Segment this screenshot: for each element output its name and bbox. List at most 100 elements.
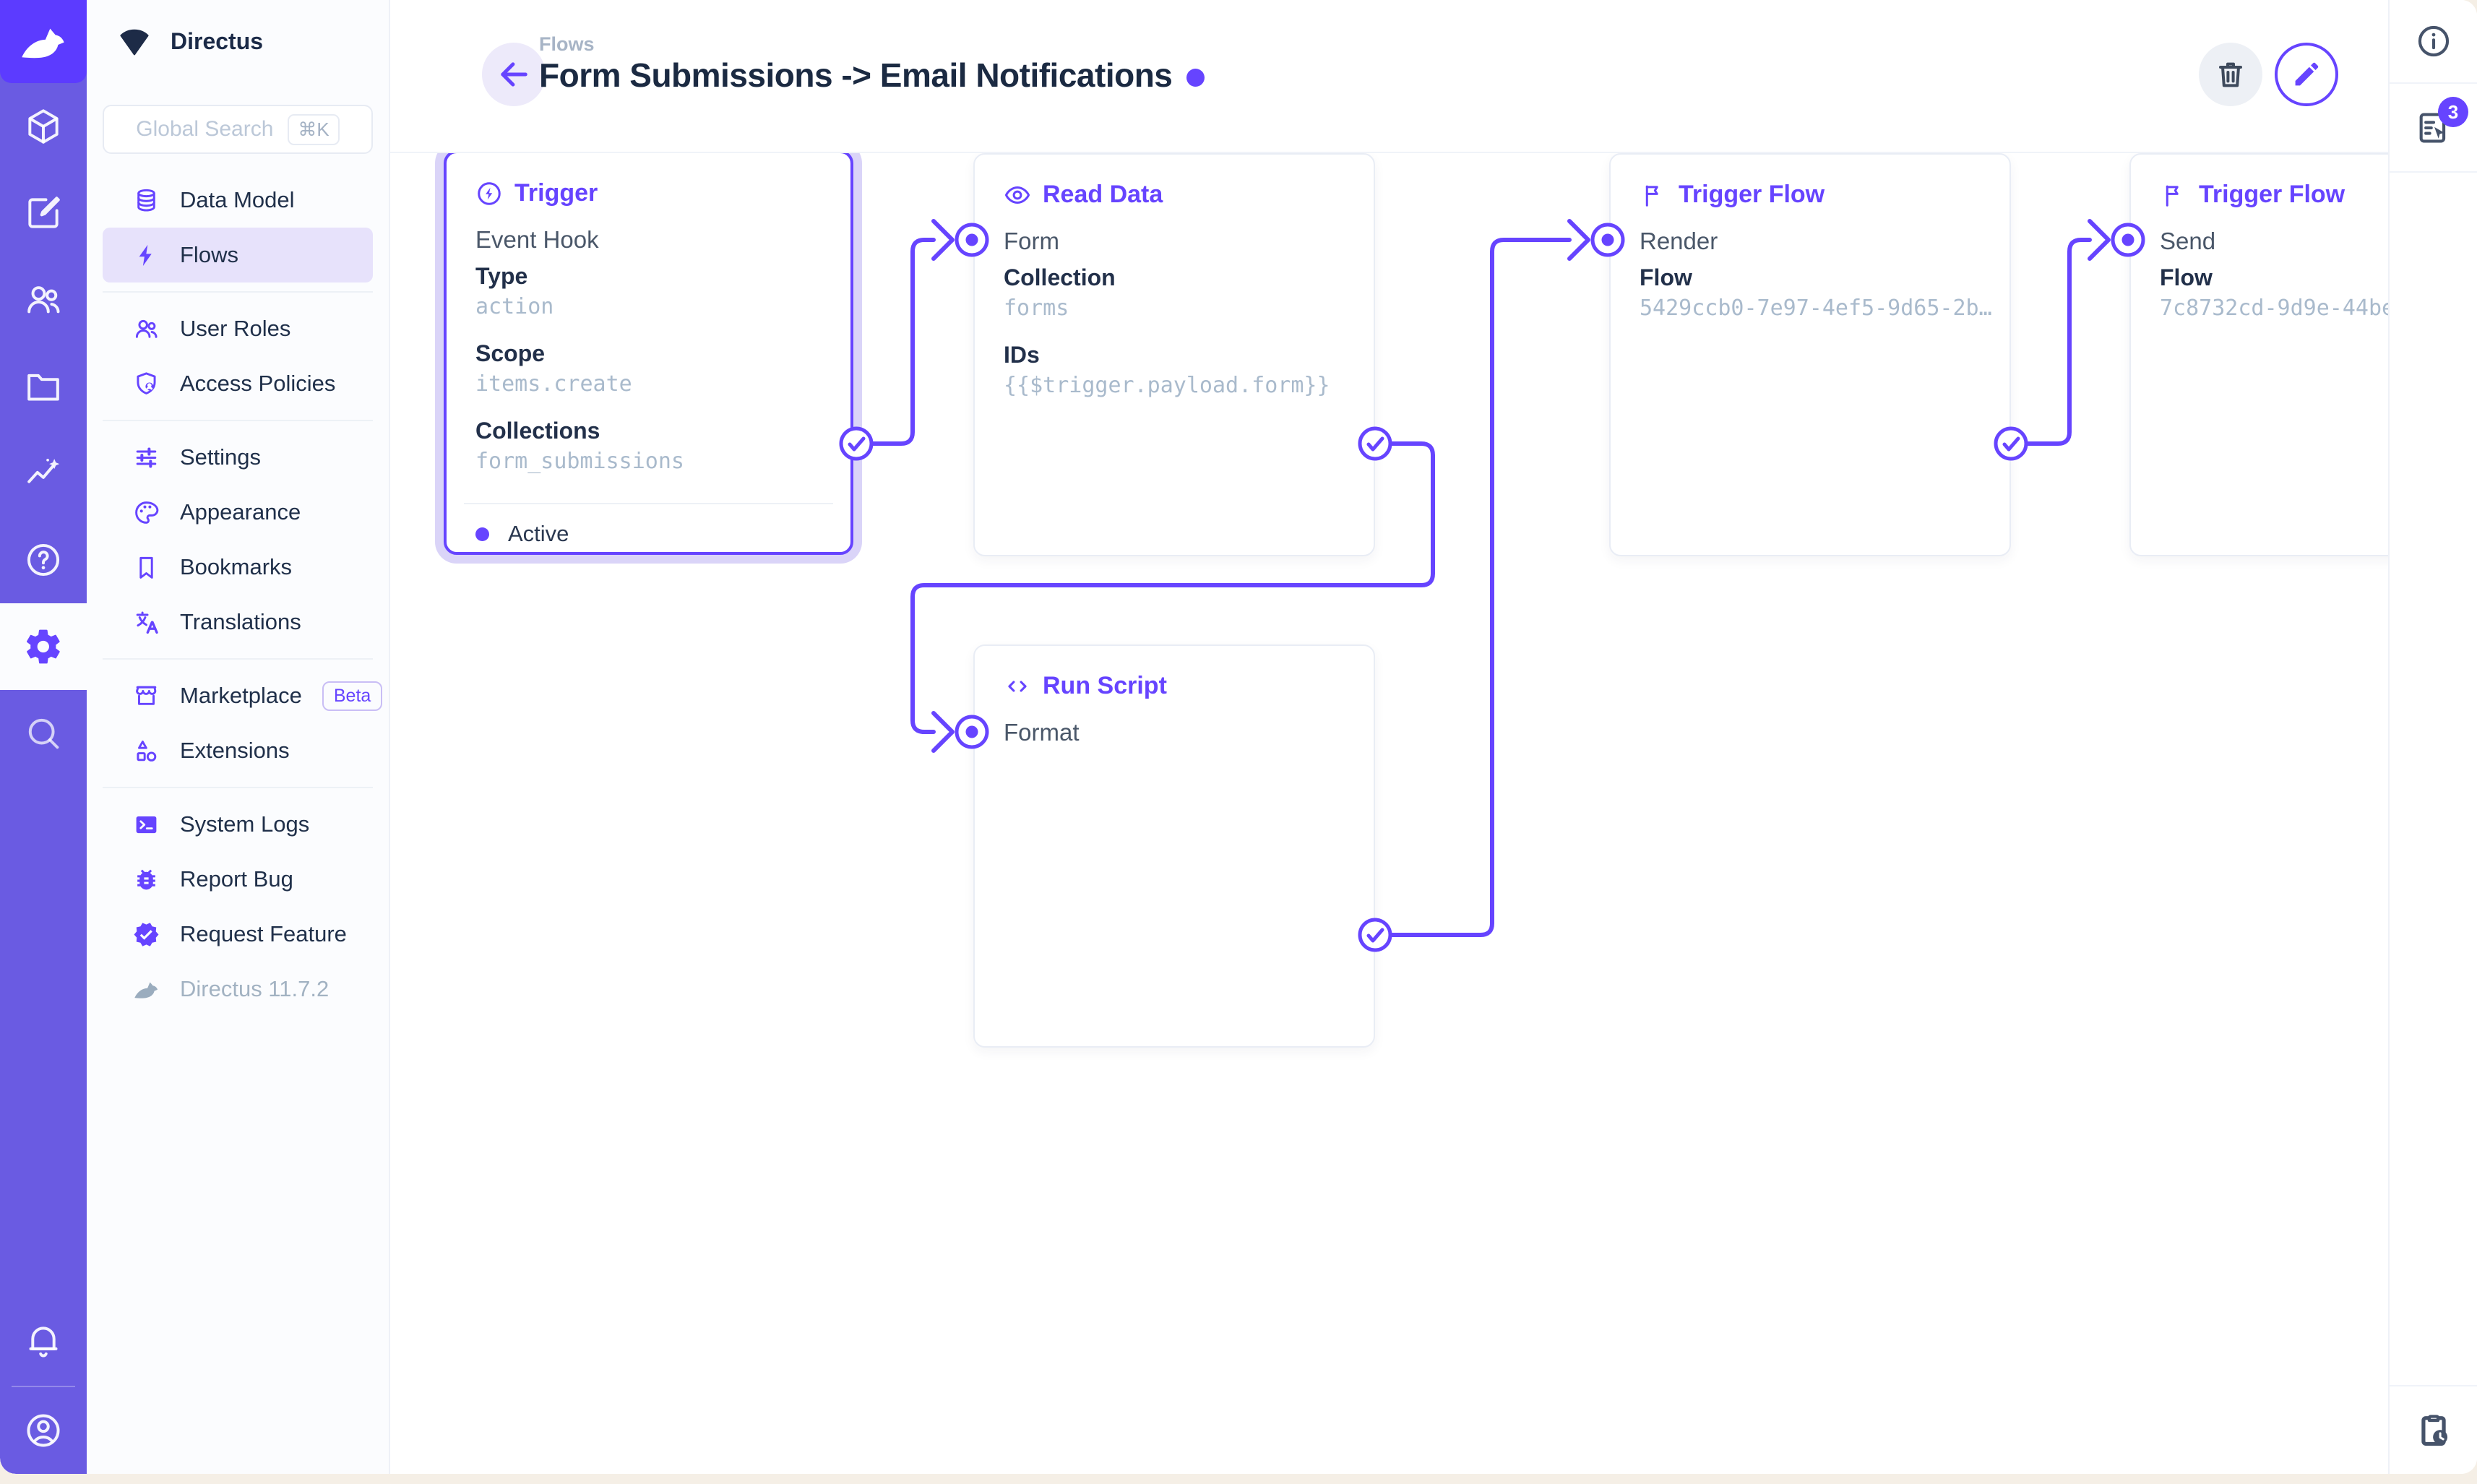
edit-flow-button[interactable] xyxy=(2275,43,2338,106)
sidebar-item-translations[interactable]: Translations xyxy=(103,595,373,650)
wire-trigger-flow-render-to-send xyxy=(2009,238,2092,446)
bolt-icon xyxy=(139,244,152,266)
flag-icon xyxy=(1645,185,1658,207)
module-bar-divider xyxy=(12,1386,75,1387)
flow-node-run-script[interactable]: Run Script Format xyxy=(973,644,1375,1048)
translate-icon xyxy=(136,611,158,634)
shield-user-icon xyxy=(137,371,156,394)
sidebar-item-user-roles[interactable]: User Roles xyxy=(103,301,373,356)
status-badge: Active xyxy=(508,521,569,546)
delete-flow-button[interactable] xyxy=(2199,43,2262,106)
search-module[interactable] xyxy=(0,690,87,777)
clipboard-clock-icon xyxy=(2421,1414,2447,1446)
flow-canvas[interactable]: Flows Form Submissions -> Email Notifica… xyxy=(390,0,2477,1474)
back-button[interactable] xyxy=(482,43,546,106)
help-module[interactable] xyxy=(0,517,87,603)
nav-divider xyxy=(103,291,373,293)
node-name: Form xyxy=(1004,228,1059,254)
bug-icon xyxy=(137,869,155,889)
sidebar-item-extensions[interactable]: Extensions xyxy=(103,723,373,778)
sidebar-item-report-bug[interactable]: Report Bug xyxy=(103,852,373,907)
avatar-icon xyxy=(27,1414,60,1447)
notifications-module[interactable] xyxy=(0,1299,87,1386)
wire-arrowhead xyxy=(1567,219,1590,261)
breadcrumb[interactable]: Flows xyxy=(539,33,595,55)
flow-node-trigger[interactable]: Trigger Event Hook Type action Scope ite… xyxy=(444,150,853,555)
insights-icon xyxy=(27,458,60,483)
arrow-left-icon xyxy=(501,62,527,87)
module-bar xyxy=(0,0,87,1474)
page-title: Form Submissions -> Email Notifications xyxy=(539,56,1173,94)
flow-node-read-data[interactable]: Read Data Form Collection forms IDs {{$t… xyxy=(973,153,1375,556)
wire-run-script-to-trigger-flow-render xyxy=(1373,238,1572,937)
people-icon xyxy=(27,286,60,314)
wire-arrowhead xyxy=(931,219,955,261)
info-icon xyxy=(2418,25,2449,57)
node-name: Event Hook xyxy=(475,226,599,253)
sidebar-item-flows[interactable]: Flows xyxy=(103,228,373,282)
users-module[interactable] xyxy=(0,256,87,343)
trash-icon xyxy=(2219,62,2242,87)
node-name: Render xyxy=(1640,228,1718,254)
bookmark-icon xyxy=(139,556,153,579)
insights-module[interactable] xyxy=(0,430,87,517)
activity-sidebar-button[interactable] xyxy=(2390,1385,2477,1474)
search-placeholder: Global Search xyxy=(136,117,274,141)
gear-icon xyxy=(27,629,60,664)
sidebar-item-settings[interactable]: Settings xyxy=(103,430,373,485)
bolt-circle-icon xyxy=(478,181,501,205)
storefront-icon xyxy=(136,686,157,705)
folder-icon xyxy=(27,374,59,401)
app-version: Directus 11.7.2 xyxy=(103,962,373,1017)
logs-sidebar-button[interactable]: 3 xyxy=(2390,84,2477,173)
bell-icon xyxy=(29,1326,58,1358)
sidebar-item-data-model[interactable]: Data Model xyxy=(103,173,373,228)
palette-icon xyxy=(135,501,159,524)
unsaved-indicator-dot xyxy=(1186,68,1205,87)
directus-rabbit-icon xyxy=(22,28,64,58)
nav-divider xyxy=(103,658,373,660)
terminal-icon xyxy=(136,816,157,833)
directus-logo[interactable] xyxy=(0,0,87,83)
sidebar-item-bookmarks[interactable]: Bookmarks xyxy=(103,540,373,595)
editor-module[interactable] xyxy=(0,170,87,256)
sidebar-item-request-feature[interactable]: Request Feature xyxy=(103,907,373,962)
flag-icon xyxy=(2166,185,2179,207)
info-sidebar-button[interactable] xyxy=(2390,0,2477,84)
logs-icon xyxy=(2419,113,2445,142)
shapes-icon xyxy=(137,740,157,762)
wire-trigger-to-read-data xyxy=(854,238,936,446)
sidebar-item-marketplace[interactable]: Marketplace Beta xyxy=(103,668,383,723)
project-name: Directus xyxy=(171,28,264,54)
status-dot xyxy=(475,527,489,541)
search-shortcut-badge: ⌘K xyxy=(288,113,340,145)
sidebar-item-appearance[interactable]: Appearance xyxy=(103,485,373,540)
flow-node-trigger-flow-render[interactable]: Trigger Flow Render Flow 5429ccb0-7e97-4… xyxy=(1609,153,2011,556)
project-header[interactable]: Directus xyxy=(87,0,389,83)
files-module[interactable] xyxy=(0,343,87,430)
settings-module-active[interactable] xyxy=(0,603,87,690)
help-icon xyxy=(27,543,60,577)
notification-count-badge: 3 xyxy=(2438,97,2468,127)
sidebar-item-system-logs[interactable]: System Logs xyxy=(103,797,373,852)
cube-icon xyxy=(28,109,59,144)
database-icon xyxy=(137,189,155,212)
feature-icon xyxy=(134,922,159,946)
tune-icon xyxy=(136,447,157,468)
wire-arrowhead xyxy=(2088,219,2111,261)
node-footer-divider xyxy=(464,503,833,504)
right-sidebar: 3 xyxy=(2388,0,2477,1474)
code-icon xyxy=(1008,680,1027,692)
node-name: Format xyxy=(1004,719,1080,746)
pencil-icon xyxy=(2295,62,2319,86)
sidebar-item-access-policies[interactable]: Access Policies xyxy=(103,356,373,411)
nav-divider xyxy=(103,420,373,421)
nav-divider xyxy=(103,787,373,788)
directus-rabbit-icon xyxy=(134,981,158,998)
project-icon xyxy=(120,29,149,55)
account-module[interactable] xyxy=(0,1387,87,1474)
search-icon xyxy=(28,718,59,749)
global-search-input[interactable]: Global Search ⌘K xyxy=(103,105,373,154)
content-module[interactable] xyxy=(0,83,87,170)
